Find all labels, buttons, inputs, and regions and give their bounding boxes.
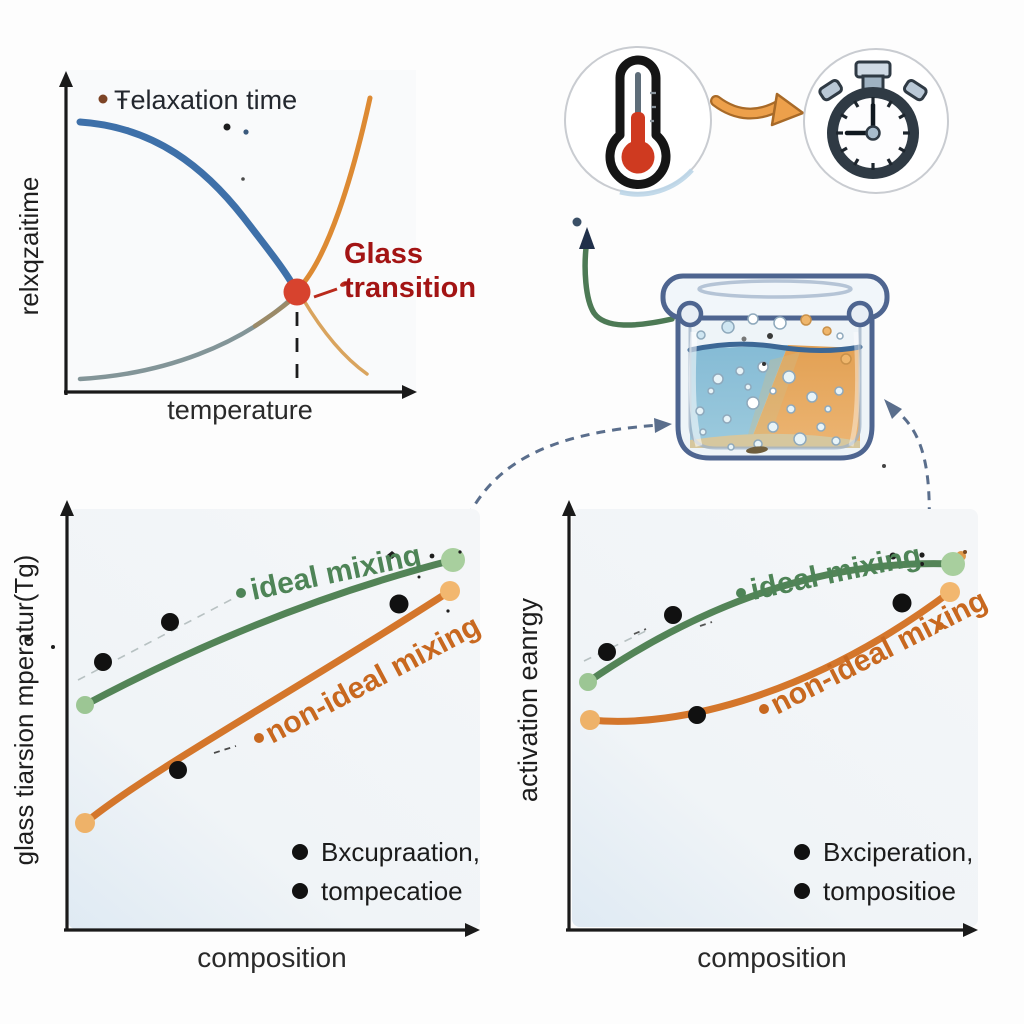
stray-dot <box>963 550 967 554</box>
y-axis-label: activation eanrgy <box>513 597 543 802</box>
lower-right-tail-curve <box>301 297 369 376</box>
ideal-mixing-curve <box>584 560 957 686</box>
rim-left-knob <box>676 300 704 328</box>
x-axis-label: composition <box>697 942 846 973</box>
ideal-endpoint <box>579 673 597 691</box>
y-axis-arrowhead <box>59 71 73 87</box>
non-ideal-endpoint <box>940 582 960 602</box>
non-ideal-endpoint <box>75 813 95 833</box>
y-axis-arrowhead <box>60 500 74 516</box>
mixing-beaker-icon <box>660 273 890 461</box>
legend-bullet <box>98 94 108 104</box>
annotation-connector <box>313 287 338 299</box>
measurement-icons <box>564 46 949 197</box>
legend-item: Bxciperation, <box>823 837 973 867</box>
legend-item: tompositioe <box>823 876 956 906</box>
ideal-endpoint <box>941 552 965 576</box>
stray-dot <box>243 129 249 135</box>
chart-panel <box>64 70 416 392</box>
non-ideal-mixing-curve <box>81 587 454 827</box>
faint-guide-dash <box>583 628 651 662</box>
x-axis-label: composition <box>197 942 346 973</box>
faint-guide-dash <box>213 745 237 754</box>
ideal-label-bullet <box>236 588 246 598</box>
ideal-endpoint <box>441 548 465 572</box>
rim-inner-ellipse <box>697 279 853 299</box>
ideal-mixing-curve <box>81 556 457 709</box>
y-axis-label: relxqzaitime <box>14 177 44 316</box>
non-ideal-label-bullet <box>254 733 264 743</box>
legend-dot <box>794 883 810 899</box>
glass-transition-point <box>283 278 311 306</box>
legend-label: Ŧelaxation time <box>114 85 297 115</box>
bubbles <box>695 313 852 451</box>
stopwatch-tick-marks <box>836 97 910 170</box>
ink-specks <box>889 552 950 630</box>
activation-energy-vs-composition-chart: ideal mixing non-ideal mixing Bxciperati… <box>513 500 993 973</box>
mixing-beaker-group <box>572 217 890 468</box>
relaxation-vs-temperature-chart: Glass transition Ŧelaxation time tempera… <box>14 70 476 425</box>
relaxation-time-curve <box>76 118 298 291</box>
glass-transition-label-line1: Glass <box>344 238 423 270</box>
glass-highlight <box>848 331 861 447</box>
stray-dot <box>572 217 582 227</box>
badge-swoosh <box>619 168 694 197</box>
non-ideal-endpoint <box>440 581 460 601</box>
legend-item: Bxcupraation, <box>321 837 480 867</box>
x-axis-arrowhead <box>402 385 417 399</box>
orange-swoosh-arrow-icon <box>710 92 805 127</box>
ideal-label-bullet <box>736 588 746 598</box>
steep-rising-curve <box>298 95 373 289</box>
ink-specks <box>24 550 462 649</box>
experimental-points <box>94 594 409 779</box>
non-ideal-label-bullet <box>759 704 769 714</box>
stray-dot <box>882 464 886 468</box>
green-curved-arrow-icon <box>579 227 675 328</box>
dark-sediment-blob <box>746 446 768 454</box>
tg-vs-composition-chart: ideal mixing non-ideal mixing Bxcupraati… <box>9 500 486 973</box>
legend-dot <box>292 883 308 899</box>
legend-dot <box>794 844 810 860</box>
rim-right-knob <box>846 300 874 328</box>
y-axis-label: glass tiarsion mperatur(Tg) <box>9 555 39 866</box>
annotation-tick <box>340 281 348 287</box>
y-axis-arrowhead <box>562 500 576 516</box>
x-axis-arrowhead <box>465 923 480 937</box>
inner-wall-line <box>688 312 862 450</box>
thermometer-icon <box>605 55 671 189</box>
glass-transition-label-line2: transition <box>344 272 476 304</box>
experimental-points <box>598 593 912 724</box>
liquid-surface-line <box>687 341 863 353</box>
non-ideal-mixing-curve <box>586 588 954 725</box>
legend-item: tompecatioe <box>321 876 463 906</box>
ideal-endpoint <box>76 696 94 714</box>
non-ideal-endpoint <box>580 710 600 730</box>
faint-guide-dash <box>633 621 713 635</box>
glass-highlight <box>688 331 703 447</box>
stopwatch-icon <box>818 60 928 179</box>
stray-dot <box>223 123 231 131</box>
stray-dot <box>241 177 245 181</box>
x-axis-label: temperature <box>167 395 313 425</box>
stopwatch-hub <box>865 125 881 141</box>
legend-dot <box>292 844 308 860</box>
x-axis-arrowhead <box>963 923 978 937</box>
